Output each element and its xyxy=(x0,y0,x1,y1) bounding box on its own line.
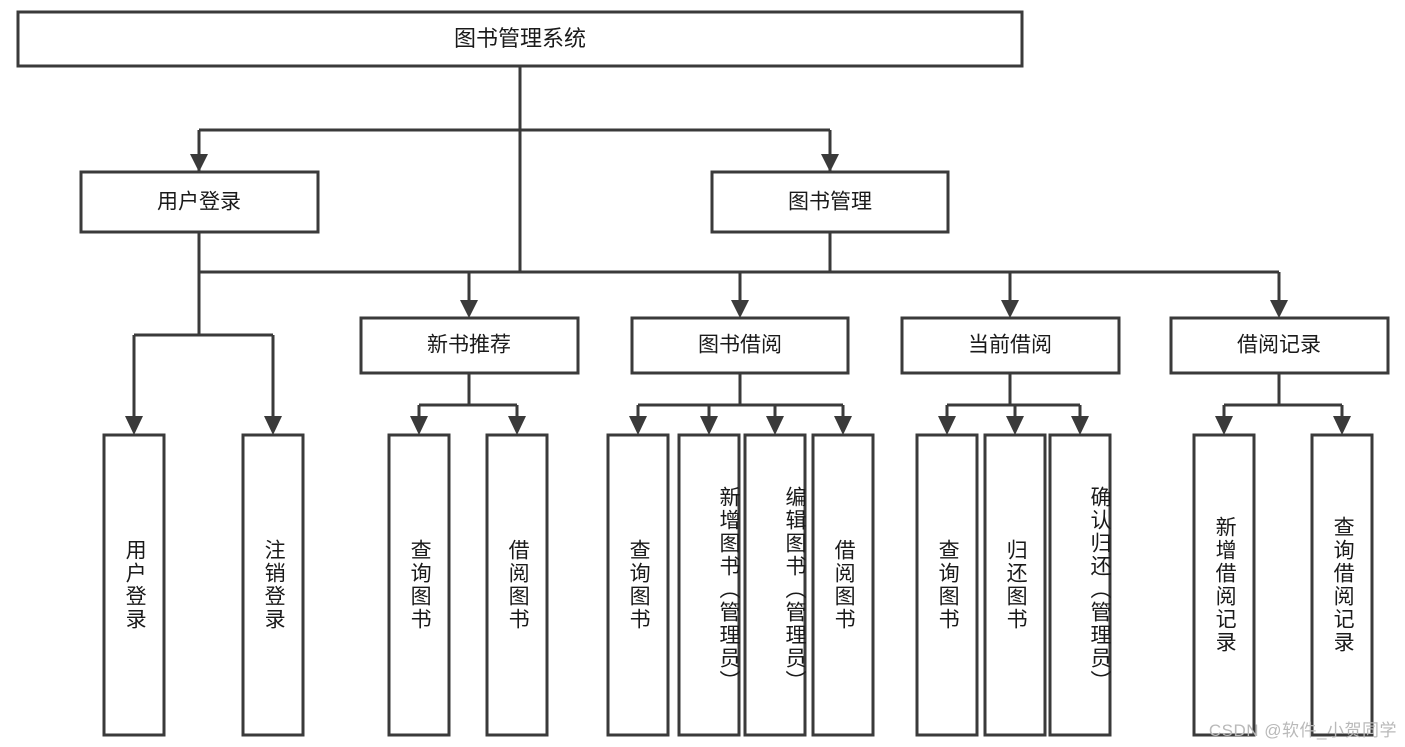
node-leaf-user-login-box[interactable] xyxy=(102,433,166,737)
connector-layer xyxy=(197,66,832,274)
node-current-borrow-box[interactable] xyxy=(900,316,1121,375)
node-leaf-borrow-book-2-box[interactable] xyxy=(811,433,875,737)
node-current-borrow-label: 当前借阅 xyxy=(968,334,1052,357)
arrowhead-current-borrow xyxy=(1001,300,1019,318)
arrowhead-book-manage xyxy=(821,154,839,172)
arrowhead-leaf-return-book xyxy=(1006,416,1024,435)
arrowhead-leaf-add-record xyxy=(1215,416,1233,435)
node-leaf-logout-login-box[interactable] xyxy=(241,433,305,737)
arrowhead-new-book-recommend xyxy=(460,300,478,318)
node-leaf-borrow-book-1-box[interactable] xyxy=(485,433,549,737)
node-leaf-query-book-2-box[interactable] xyxy=(606,433,670,737)
arrowhead-leaf-borrow-book-1 xyxy=(508,416,526,435)
node-leaf-query-record-box[interactable] xyxy=(1310,433,1374,737)
node-leaf-add-record-box[interactable] xyxy=(1192,433,1256,737)
node-new-book-recommend-label: 新书推荐 xyxy=(427,334,511,357)
node-leaf-return-book-box[interactable] xyxy=(983,433,1047,737)
csdn-watermark: CSDN @软件_小贺同学 xyxy=(1208,721,1397,740)
node-root-box[interactable] xyxy=(16,10,1024,68)
arrowhead-leaf-query-book-2 xyxy=(629,416,647,435)
arrowhead-leaf-logout-login xyxy=(264,416,282,435)
arrowhead-leaf-query-book-3 xyxy=(938,416,956,435)
node-borrow-record-box[interactable] xyxy=(1169,316,1390,375)
edges xyxy=(125,66,1351,435)
arrowhead-leaf-confirm-return xyxy=(1071,416,1089,435)
node-leaf-query-book-1-box[interactable] xyxy=(387,433,451,737)
node-user-login-label: 用户登录 xyxy=(157,191,241,214)
arrowhead-borrow-record xyxy=(1270,300,1288,318)
node-leaf-query-book-3-box[interactable] xyxy=(915,433,979,737)
node-root[interactable] xyxy=(16,10,1024,68)
node-current-borrow[interactable] xyxy=(900,316,1121,375)
arrowhead-leaf-user-login xyxy=(125,416,143,435)
leaf-boxes xyxy=(102,433,1374,737)
node-book-borrow[interactable] xyxy=(630,316,850,375)
arrowhead-leaf-borrow-book-2 xyxy=(834,416,852,435)
arrowhead-user-login xyxy=(190,154,208,172)
node-leaf-confirm-return-box[interactable] xyxy=(1048,433,1112,737)
node-book-manage-label: 图书管理 xyxy=(788,191,872,214)
node-leaf-add-book-box[interactable] xyxy=(677,433,741,737)
node-leaf-edit-book-box[interactable] xyxy=(743,433,807,737)
arrowhead-leaf-edit-book xyxy=(766,416,784,435)
node-book-borrow-label: 图书借阅 xyxy=(698,334,782,357)
arrowhead-leaf-query-record xyxy=(1333,416,1351,435)
arrowhead-leaf-query-book-1 xyxy=(410,416,428,435)
node-book-borrow-box[interactable] xyxy=(630,316,850,375)
node-borrow-record[interactable] xyxy=(1169,316,1390,375)
arrowhead-book-borrow xyxy=(731,300,749,318)
arrowhead-leaf-add-book xyxy=(700,416,718,435)
node-root-label: 图书管理系统 xyxy=(454,26,586,51)
node-borrow-record-label: 借阅记录 xyxy=(1237,334,1321,357)
